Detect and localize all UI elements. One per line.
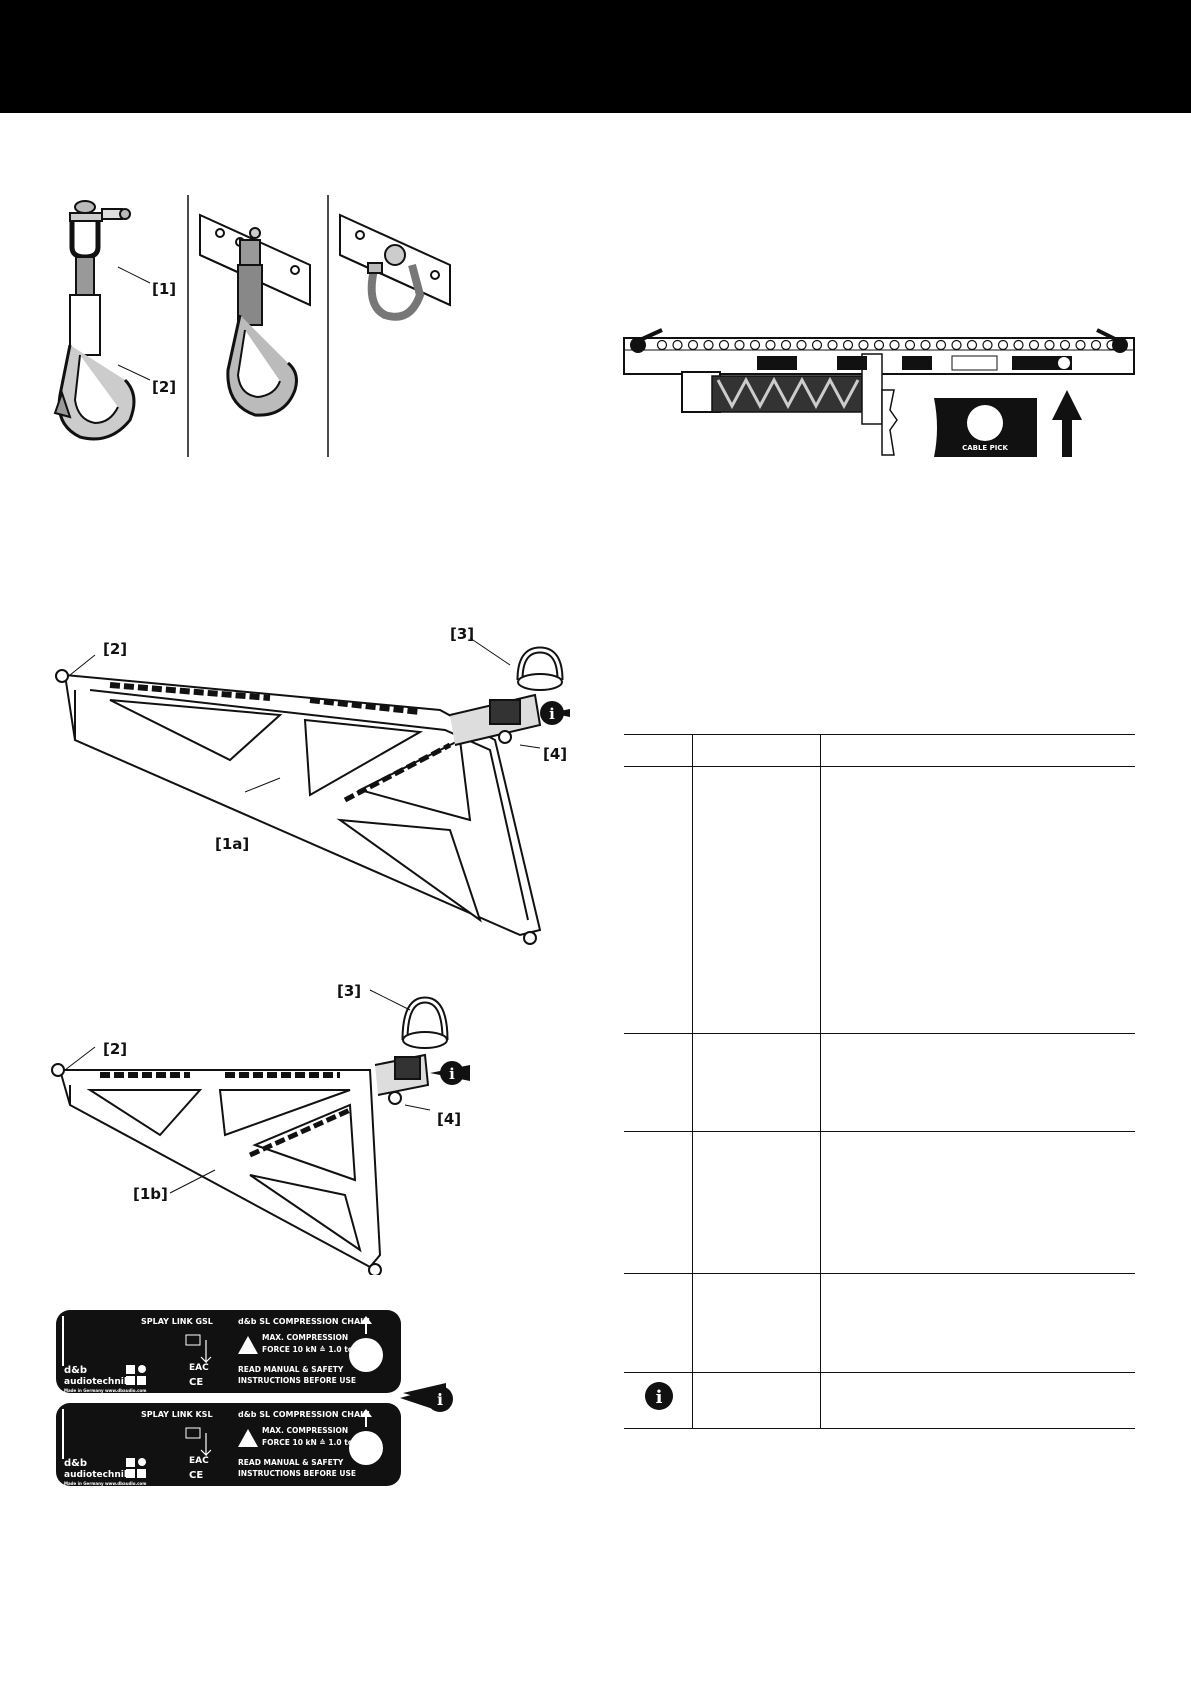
callout-1: [1] — [152, 280, 177, 298]
table-row-rule — [624, 1033, 1135, 1034]
label-eac: EAC — [189, 1456, 209, 1466]
rail-hook-panel — [199, 213, 311, 417]
rail-hole — [1075, 339, 1086, 351]
table-header-rule — [624, 766, 1135, 767]
frame-b-callout-3: [3] — [337, 982, 362, 1000]
label-eac: EAC — [189, 1363, 209, 1373]
rail-hole — [982, 339, 993, 351]
warning-icon — [238, 1429, 258, 1447]
cable-pick-label: CABLE PICK — [962, 444, 1008, 452]
label-made-in: Made in Germany www.dbaudio.com — [64, 1481, 146, 1486]
label-brand-2: audiotechnik — [64, 1377, 131, 1387]
rail-hole — [889, 339, 900, 351]
frame-a-callout-4: [4] — [543, 745, 568, 763]
label-chain: d&b SL COMPRESSION CHAIN — [238, 1317, 370, 1326]
hook-shackle-figure — [53, 195, 451, 457]
label-read-2: INSTRUCTIONS BEFORE USE — [238, 1376, 356, 1385]
rail-hole — [951, 339, 962, 351]
rail-hole — [1090, 339, 1102, 351]
table-col-divider — [692, 734, 693, 1428]
info-icon — [440, 1061, 464, 1085]
rail-hole — [827, 339, 838, 351]
label-read-1: READ MANUAL & SAFETY — [238, 1365, 344, 1374]
label-made-in: Made in Germany www.dbaudio.com — [64, 1388, 146, 1393]
label-warning-2: FORCE 10 kN ≙ 1.0 to — [262, 1438, 353, 1447]
up-arrow-icon — [1052, 390, 1082, 457]
rail-hole — [811, 339, 823, 351]
label-ce: CE — [189, 1470, 203, 1481]
frame-b-figure: i — [51, 989, 470, 1275]
frame-b-callout-1b: [1b] — [133, 1185, 168, 1203]
label-warning-1: MAX. COMPRESSION — [262, 1426, 348, 1435]
rail-hole — [703, 339, 714, 351]
rail-hole — [873, 339, 885, 351]
rail-hole — [966, 339, 978, 351]
rail-hole — [749, 339, 761, 351]
table-row-rule — [624, 1273, 1135, 1274]
arrow-up-icon — [360, 1316, 372, 1324]
frame-b-callout-4: [4] — [437, 1110, 462, 1128]
table-row-rule — [624, 1372, 1135, 1373]
table-top-rule — [624, 734, 1135, 735]
callout-2: [2] — [152, 378, 177, 396]
frame-b-callout-2: [2] — [103, 1040, 128, 1058]
warning-icon — [238, 1336, 258, 1354]
cable-pick-rail-figure: CABLE PICK — [623, 328, 1135, 457]
label-product: SPLAY LINK KSL — [141, 1410, 213, 1419]
label-brand-1: d&b — [64, 1365, 87, 1376]
rail-hole — [765, 339, 776, 351]
rail-hole — [718, 339, 730, 351]
table-bottom-rule — [624, 1428, 1135, 1429]
rail-holes — [656, 339, 1117, 351]
table-row-rule — [624, 1131, 1135, 1132]
frame-a-callout-1a: [1a] — [215, 835, 250, 853]
rail-shackle-panel — [339, 213, 451, 321]
rail-hole — [858, 339, 869, 351]
shackle-hook-assembly — [53, 200, 136, 441]
rail-hole — [687, 339, 699, 351]
rail-hole — [672, 339, 683, 351]
info-icon: i — [645, 1382, 673, 1410]
info-icon — [540, 701, 564, 725]
label-product: SPLAY LINK GSL — [141, 1317, 213, 1326]
rail-hole — [1028, 339, 1040, 351]
rail-hole — [920, 339, 931, 351]
rail-hole — [1059, 339, 1071, 351]
rail-hole — [1013, 339, 1024, 351]
info-icon — [427, 1386, 453, 1412]
table-col-divider — [820, 734, 821, 1428]
header-bar — [0, 0, 1191, 113]
label-brand-1: d&b — [64, 1458, 87, 1469]
rail-hole — [904, 339, 916, 351]
label-plate-gsl: SPLAY LINK GSL d&b SL COMPRESSION CHAIN … — [56, 1310, 446, 1395]
label-plate-ksl: SPLAY LINK KSL d&b SL COMPRESSION CHAIN … — [56, 1403, 401, 1486]
frame-a-figure: i — [55, 637, 570, 945]
frame-a-callout-2: [2] — [103, 640, 128, 658]
rail-hole — [656, 339, 668, 351]
rail-hole — [780, 339, 792, 351]
svg-text:i: i — [656, 1387, 663, 1408]
label-chain: d&b SL COMPRESSION CHAIN — [238, 1410, 370, 1419]
rail-hole — [734, 339, 745, 351]
label-read-2: INSTRUCTIONS BEFORE USE — [238, 1469, 356, 1478]
rail-hole — [1044, 339, 1055, 351]
label-read-1: READ MANUAL & SAFETY — [238, 1458, 344, 1467]
svg-text:i: i — [437, 1390, 443, 1409]
rail-hole — [842, 339, 854, 351]
label-info-badge: i — [400, 1386, 453, 1412]
rail-hole — [997, 339, 1009, 351]
frame-a-callout-3: [3] — [450, 625, 475, 643]
label-brand-2: audiotechnik — [64, 1470, 131, 1480]
rail-hole — [796, 339, 807, 351]
label-warning-2: FORCE 10 kN ≙ 1.0 to — [262, 1345, 353, 1354]
arrow-up-icon — [360, 1409, 372, 1417]
svg-text:i: i — [449, 1065, 455, 1083]
rail-hole — [935, 339, 947, 351]
label-warning-1: MAX. COMPRESSION — [262, 1333, 348, 1342]
label-ce: CE — [189, 1377, 203, 1388]
svg-text:i: i — [549, 705, 555, 723]
